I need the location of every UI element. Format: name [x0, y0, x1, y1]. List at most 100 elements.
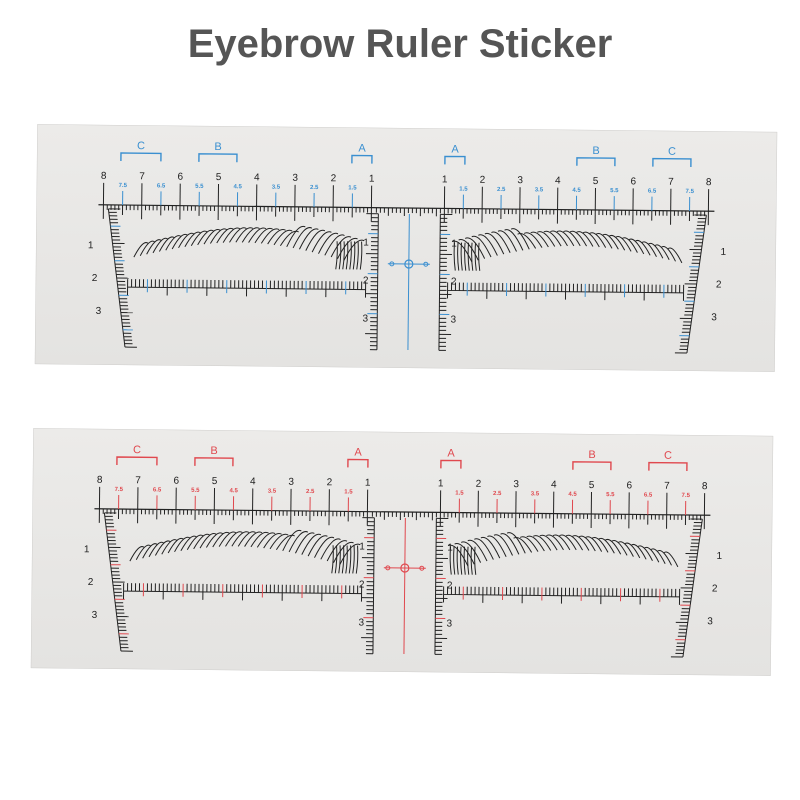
- eyebrow-hair-stroke: [598, 537, 615, 554]
- ruler-number: 5: [593, 176, 599, 187]
- eyebrow-hair-stroke: [256, 532, 276, 548]
- ruler-number: 6: [630, 176, 636, 187]
- eyebrow-hair-stroke: [338, 545, 341, 574]
- ruler-number: 7: [139, 171, 145, 182]
- eyebrow-hair-stroke: [142, 543, 158, 559]
- eyebrow-hair-stroke: [569, 230, 588, 247]
- bracket-letter: A: [358, 142, 366, 154]
- bracket-letter: B: [210, 445, 217, 457]
- measure-bracket: [194, 457, 234, 467]
- top-ruler-baseline: [94, 508, 711, 516]
- eyebrow-hair-stroke: [174, 536, 191, 553]
- eyebrow-hair-stroke: [487, 535, 507, 557]
- center-dot: [385, 565, 391, 571]
- ruler-half-number: 3.5: [535, 187, 544, 193]
- eyebrow-hair-stroke: [467, 539, 488, 562]
- eyebrow-hair-stroke: [237, 531, 256, 547]
- sheet-background: [30, 428, 774, 676]
- eyebrow-hair-stroke: [314, 536, 335, 558]
- ruler-number: 4: [250, 476, 256, 487]
- eyebrow-hair-stroke: [576, 231, 594, 247]
- eyebrow-hair-stroke: [641, 241, 657, 257]
- eyebrow-hair-stroke: [602, 233, 619, 250]
- ruler-half-number: 6.5: [644, 493, 653, 499]
- eyebrow-hair-stroke: [635, 240, 651, 256]
- eyebrow-hair-stroke: [334, 545, 338, 574]
- center-axis-line: [403, 518, 406, 655]
- center-dot: [419, 565, 425, 571]
- bracket-letter: B: [214, 141, 221, 153]
- eyebrow-hair-stroke: [292, 227, 313, 249]
- ruler-half-number: 4.5: [572, 188, 581, 194]
- eyebrow-hair-stroke: [199, 533, 217, 549]
- eyebrow-hair-stroke: [611, 540, 628, 556]
- eyebrow-hair-stroke: [186, 534, 204, 551]
- ruler-number: 8: [101, 171, 107, 182]
- ruler-half-number: 7.5: [115, 487, 124, 493]
- ruler-number: 8: [702, 481, 708, 492]
- eyebrow-hair-stroke: [456, 546, 459, 575]
- bracket-letter: C: [137, 140, 145, 152]
- eyebrow-hair-stroke: [286, 225, 306, 248]
- eyebrow-hair-stroke: [604, 538, 622, 555]
- eyebrow-hair-stroke: [330, 236, 352, 258]
- eyebrow-hair-stroke: [464, 242, 467, 271]
- ruler-half-number: 6.5: [648, 189, 657, 195]
- eyebrow-hair-stroke: [294, 532, 315, 554]
- side-ruler-number: 2: [88, 577, 94, 588]
- eyebrow-hair-stroke: [628, 238, 645, 255]
- eyebrow-hair-stroke: [608, 234, 626, 251]
- page-title: Eyebrow Ruler Sticker: [187, 22, 613, 66]
- eyebrow-hair-stroke: [225, 531, 243, 547]
- ruler-half-number: 1.5: [344, 489, 353, 495]
- eyebrow-hair-stroke: [624, 542, 641, 559]
- eyebrow-hair-stroke: [530, 231, 549, 248]
- ruler-number: 5: [589, 480, 595, 491]
- eyebrow-hair-stroke: [222, 227, 241, 243]
- eyebrow-hair-stroke: [248, 227, 267, 243]
- eyebrow-hair-stroke: [657, 550, 672, 566]
- eyebrow-hair-stroke: [320, 538, 341, 560]
- side-ruler-number: 1: [88, 240, 94, 251]
- center-ruler-number: 1: [363, 238, 369, 249]
- eyebrow-hair-stroke: [539, 534, 558, 551]
- eyebrow-hair-stroke: [197, 229, 214, 246]
- eyebrow-hair-stroke: [263, 533, 282, 549]
- eyebrow-hair-stroke: [644, 546, 660, 563]
- bracket-letter: B: [592, 145, 599, 157]
- center-dot: [389, 261, 395, 267]
- ruler-number: 7: [668, 177, 674, 188]
- bracket-letter: B: [588, 449, 595, 461]
- eyebrow-hair-stroke: [480, 536, 501, 559]
- eyebrow-left-illustration: [129, 529, 361, 574]
- eyebrow-hair-stroke: [273, 229, 293, 246]
- eyebrow-hair-stroke: [464, 237, 486, 259]
- eyebrow-hair-stroke: [193, 533, 210, 550]
- eyebrow-hair-stroke: [216, 227, 234, 244]
- eyebrow-hair-stroke: [474, 546, 477, 575]
- eyebrow-hair-stroke: [523, 232, 543, 248]
- side-ruler-number: 2: [716, 280, 722, 291]
- eyebrow-hair-stroke: [559, 534, 577, 551]
- center-target-circle: [404, 259, 414, 269]
- eyebrow-hair-stroke: [333, 541, 354, 563]
- eyebrow-hair-stroke: [154, 540, 171, 556]
- ruler-number: 5: [212, 476, 218, 487]
- eyebrow-hair-stroke: [260, 228, 280, 244]
- eyebrow-hair-stroke: [663, 551, 679, 568]
- eyebrow-hair-stroke: [301, 533, 322, 555]
- ruler-half-number: 5.5: [606, 492, 615, 498]
- eyebrow-hair-stroke: [167, 537, 184, 554]
- ruler-number: 8: [97, 475, 103, 486]
- eyebrow-hair-stroke: [250, 531, 269, 548]
- ruler-half-number: 7.5: [119, 183, 128, 189]
- eyebrow-hair-stroke: [235, 227, 254, 243]
- side-ruler-number: 1: [720, 247, 726, 258]
- ruler-half-number: 1.5: [459, 187, 468, 193]
- ruler-number: 8: [706, 177, 712, 188]
- eyebrow-hair-stroke: [578, 535, 596, 552]
- side-ruler-number: 2: [92, 273, 98, 284]
- eyebrow-hair-stroke: [209, 228, 228, 244]
